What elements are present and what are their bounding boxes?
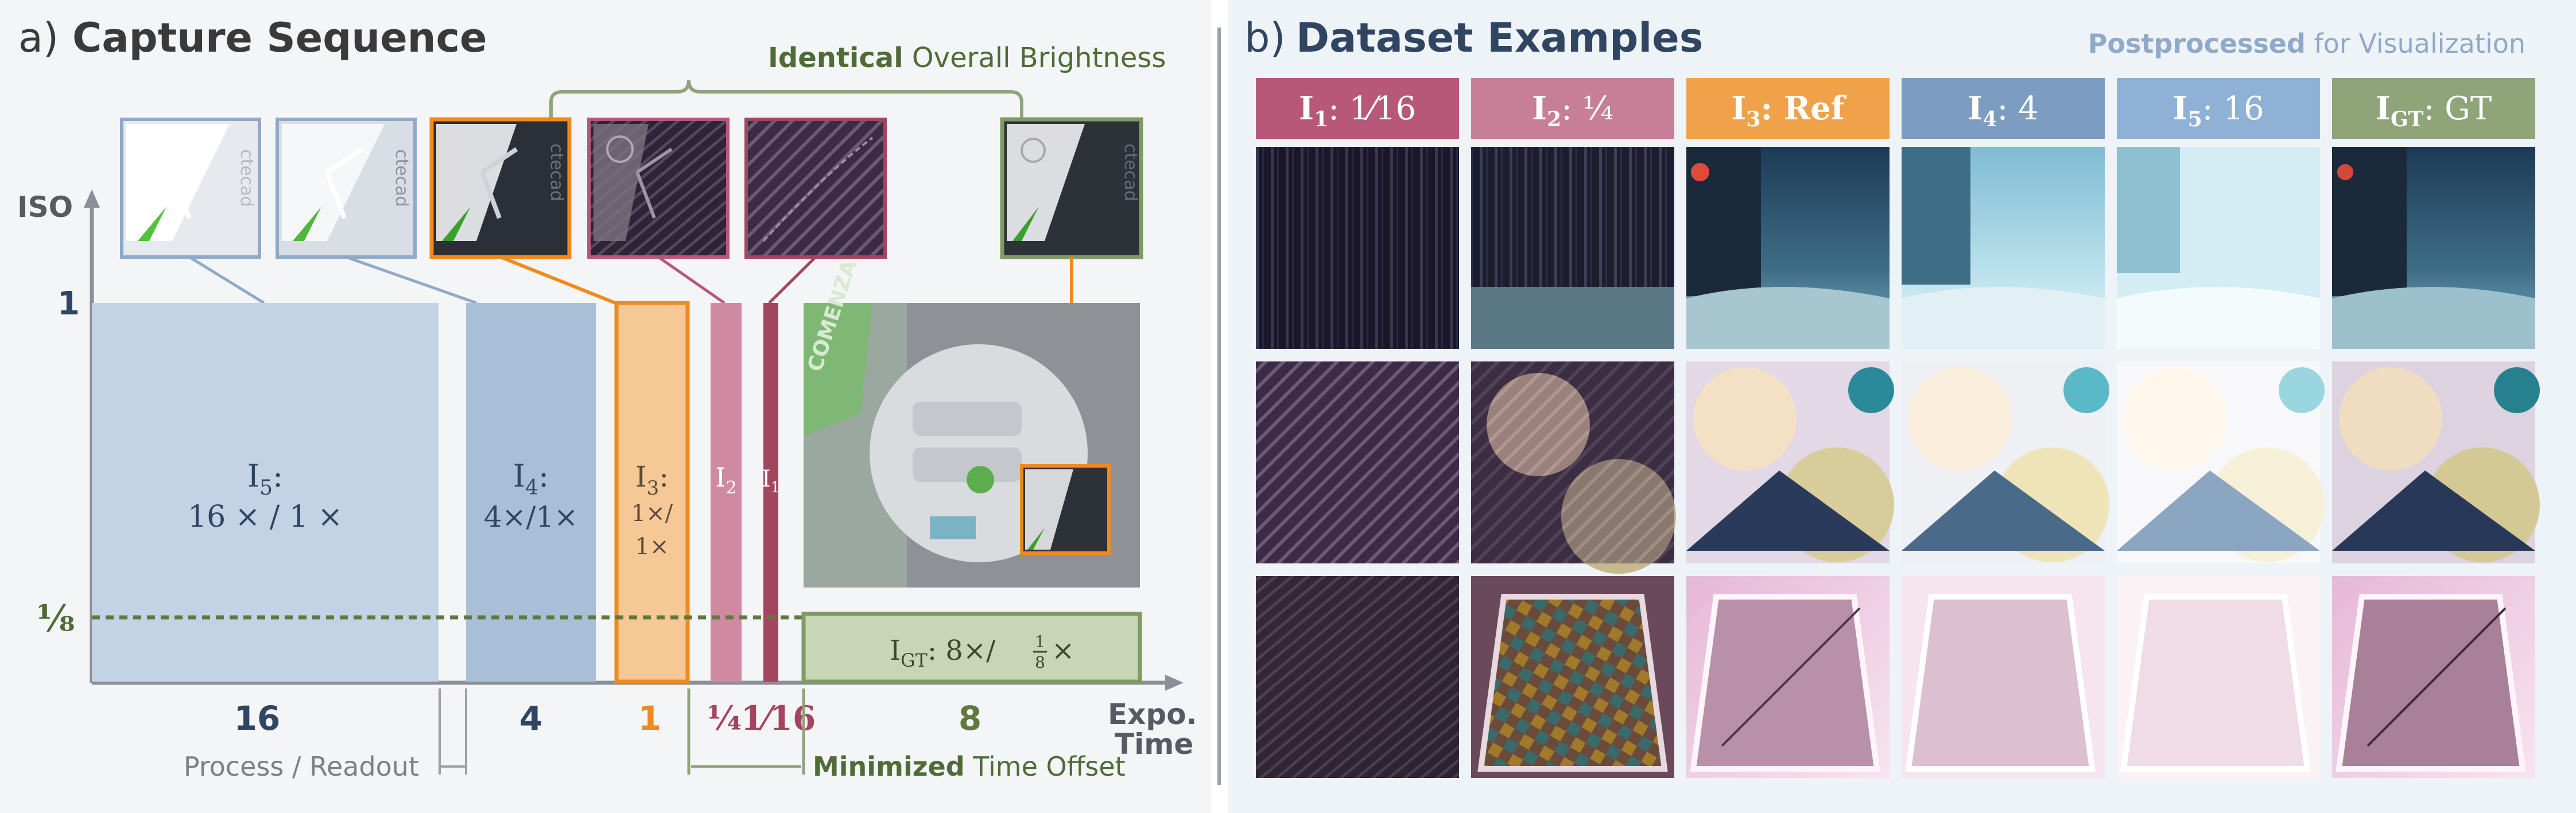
example-row-3 bbox=[1256, 576, 2535, 778]
example-r2-igt bbox=[2332, 361, 2540, 563]
time-tick-4: 4 bbox=[519, 699, 542, 738]
block-i5-label: I5: bbox=[247, 458, 283, 500]
column-header-i1: I1: 1⁄16 bbox=[1256, 78, 1459, 139]
example-r2-i2 bbox=[1471, 361, 1676, 574]
example-r1-i5 bbox=[2117, 147, 2320, 349]
example-row-2 bbox=[1256, 361, 2540, 574]
time-axis-label-line1: Expo. bbox=[1108, 698, 1197, 731]
svg-text:I3: Ref: I3: Ref bbox=[1731, 90, 1847, 131]
panel-a-label: a) bbox=[18, 14, 59, 61]
example-r2-i3 bbox=[1686, 361, 1894, 563]
connector-i1 bbox=[768, 256, 817, 304]
svg-text:ctecad: ctecad bbox=[546, 143, 567, 201]
time-axis-arrow bbox=[1165, 675, 1184, 691]
block-i4-label: I4: bbox=[513, 458, 549, 500]
block-igt-frac-den: 8 bbox=[1035, 653, 1045, 672]
thumbnail-i4: ctecad bbox=[276, 118, 417, 259]
connector-i3 bbox=[499, 255, 616, 305]
example-r1-i1 bbox=[1256, 147, 1459, 349]
block-i1-label: I1 bbox=[762, 466, 780, 496]
brightness-caption: Identical Overall Brightness bbox=[768, 42, 1166, 74]
column-header-igt: IGT: GT bbox=[2332, 78, 2535, 139]
example-row-1 bbox=[1256, 147, 2535, 349]
process-readout-label: Process / Readout bbox=[184, 751, 419, 782]
svg-text:ctecad: ctecad bbox=[391, 149, 412, 207]
inset-zoom-detail bbox=[1025, 469, 1073, 550]
thumbnail-i5: ctecad bbox=[120, 118, 261, 259]
column-header-i5: I5: 16 bbox=[2117, 78, 2320, 139]
panel-b-title: Dataset Examples bbox=[1296, 14, 1703, 61]
svg-text:ctecad: ctecad bbox=[1120, 143, 1140, 201]
example-r3-i4 bbox=[1902, 576, 2105, 778]
connector-i5 bbox=[188, 255, 265, 305]
svg-text:IGT: GT: IGT: GT bbox=[2376, 90, 2492, 131]
example-r2-i4 bbox=[1902, 361, 2109, 563]
iso-axis-arrow bbox=[84, 189, 100, 208]
svg-text:I4: 4: I4: 4 bbox=[1968, 90, 2039, 131]
time-tick-quarter: ¼ bbox=[707, 699, 742, 738]
block-i3-label: I3: bbox=[635, 460, 669, 500]
example-r2-i1 bbox=[1256, 361, 1459, 563]
inset-zoom-green bbox=[1027, 528, 1045, 550]
thumbnail-i1 bbox=[744, 118, 887, 259]
connector-i2 bbox=[657, 255, 726, 305]
example-r1-i4 bbox=[1902, 147, 2105, 349]
block-i2-label: I2 bbox=[715, 462, 736, 498]
exposure-block-igt bbox=[801, 612, 1142, 684]
connector-i4 bbox=[346, 255, 477, 305]
time-axis-label-line2: Time bbox=[1115, 728, 1193, 761]
block-i5-ratio: 16 × / 1 × bbox=[188, 500, 343, 534]
brightness-brace bbox=[549, 80, 1023, 120]
panel-b-label: b) bbox=[1244, 14, 1286, 61]
example-r3-igt bbox=[2332, 576, 2535, 778]
time-tick-8: 8 bbox=[959, 699, 981, 738]
example-r1-igt bbox=[2332, 147, 2535, 349]
column-header-i4: I4: 4 bbox=[1902, 78, 2105, 139]
panel-a-title: Capture Sequence bbox=[72, 14, 487, 61]
time-offset-caption: Minimized Time Offset bbox=[813, 751, 1126, 782]
example-r3-i3 bbox=[1686, 576, 1890, 778]
iso-tick-high: 1 bbox=[57, 285, 80, 322]
example-r3-i1 bbox=[1256, 576, 1459, 778]
example-r3-i2 bbox=[1471, 576, 1674, 778]
block-igt-frac-num: 1 bbox=[1035, 632, 1045, 651]
column-header-i2: I2: ¼ bbox=[1471, 78, 1674, 139]
thumbnail-igt: ctecad bbox=[1000, 117, 1143, 259]
block-i3-ratio-line1: 1×/ bbox=[631, 500, 673, 527]
example-r1-i2 bbox=[1471, 147, 1674, 349]
example-r3-i5 bbox=[2117, 576, 2320, 778]
svg-text:I5: 16: I5: 16 bbox=[2172, 90, 2264, 131]
svg-text:I2: ¼: I2: ¼ bbox=[1532, 90, 1613, 131]
iso-axis-label: ISO bbox=[17, 190, 73, 224]
thumbnail-i3: ctecad bbox=[429, 117, 572, 259]
example-r2-i5 bbox=[2117, 361, 2325, 563]
example-r1-i3 bbox=[1686, 147, 1890, 349]
postprocess-note: Postprocessed for Visualization bbox=[2088, 28, 2525, 59]
block-i3-ratio-line2: 1× bbox=[635, 534, 669, 560]
time-tick-16: 16 bbox=[234, 699, 281, 738]
block-igt-suffix: × bbox=[1052, 635, 1074, 667]
column-header-i3: I3: Ref bbox=[1686, 78, 1890, 139]
svg-text:ctecad: ctecad bbox=[236, 149, 257, 207]
iso-tick-low: ⅛ bbox=[37, 597, 75, 640]
time-tick-1: 1 bbox=[638, 699, 661, 738]
block-igt-label: IGT: 8×/ bbox=[890, 635, 996, 671]
thumbnail-i2 bbox=[587, 118, 730, 259]
svg-text:I1: 1⁄16: I1: 1⁄16 bbox=[1299, 90, 1416, 131]
block-i4-ratio: 4×/1× bbox=[484, 500, 578, 534]
